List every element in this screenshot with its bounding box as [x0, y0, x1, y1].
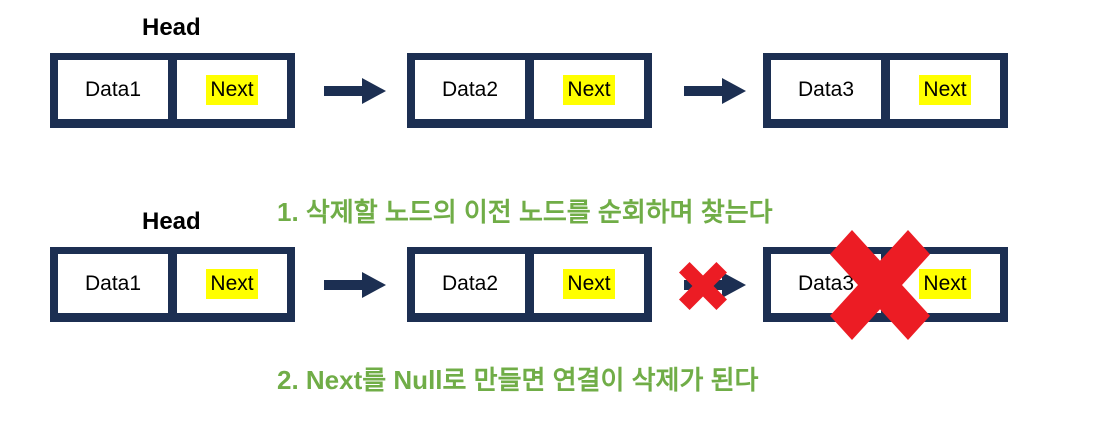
- node-box-1-row1: Data1 Next: [50, 53, 295, 128]
- node-box-3-row1: Data3 Next: [763, 53, 1008, 128]
- node-data-cell: Data2: [415, 254, 525, 313]
- link-arrow-icon: [324, 76, 386, 106]
- next-pointer-label: Next: [206, 268, 258, 299]
- link-arrow-icon: [684, 76, 746, 106]
- node-data-label: Data1: [84, 77, 142, 101]
- step1-caption: 1. 삭제할 노드의 이전 노드를 순회하며 찾는다: [277, 197, 773, 227]
- node-next-cell: Next: [177, 254, 287, 313]
- node-data-cell: Data1: [58, 60, 168, 119]
- node-next-cell: Next: [177, 60, 287, 119]
- node-data-label: Data3: [797, 77, 855, 101]
- node-data-cell: Data2: [415, 60, 525, 119]
- delete-node-x-icon: [830, 230, 930, 340]
- next-pointer-label: Next: [563, 268, 615, 299]
- head-pointer-label-row1: Head: [142, 14, 201, 41]
- link-arrow-icon: [324, 270, 386, 300]
- head-pointer-label-row2: Head: [142, 208, 201, 235]
- node-next-cell: Next: [534, 254, 644, 313]
- node-data-label: Data2: [441, 77, 499, 101]
- next-pointer-label: Next: [206, 74, 258, 105]
- node-next-cell: Next: [890, 60, 1000, 119]
- node-data-label: Data1: [84, 271, 142, 295]
- node-data-label: Data2: [441, 271, 499, 295]
- node-box-2-row1: Data2 Next: [407, 53, 652, 128]
- node-next-cell: Next: [534, 60, 644, 119]
- next-pointer-label: Next: [919, 74, 971, 105]
- node-box-1-row2: Data1 Next: [50, 247, 295, 322]
- delete-link-x-icon: [679, 262, 727, 310]
- node-data-cell: Data1: [58, 254, 168, 313]
- node-data-label: Data3: [797, 271, 855, 295]
- next-pointer-label: Next: [919, 268, 971, 299]
- node-box-2-row2: Data2 Next: [407, 247, 652, 322]
- next-pointer-label: Next: [563, 74, 615, 105]
- deleted-link-arrow-icon: [684, 270, 746, 300]
- step2-caption: 2. Next를 Null로 만들면 연결이 삭제가 된다: [277, 365, 759, 395]
- node-data-cell: Data3: [771, 60, 881, 119]
